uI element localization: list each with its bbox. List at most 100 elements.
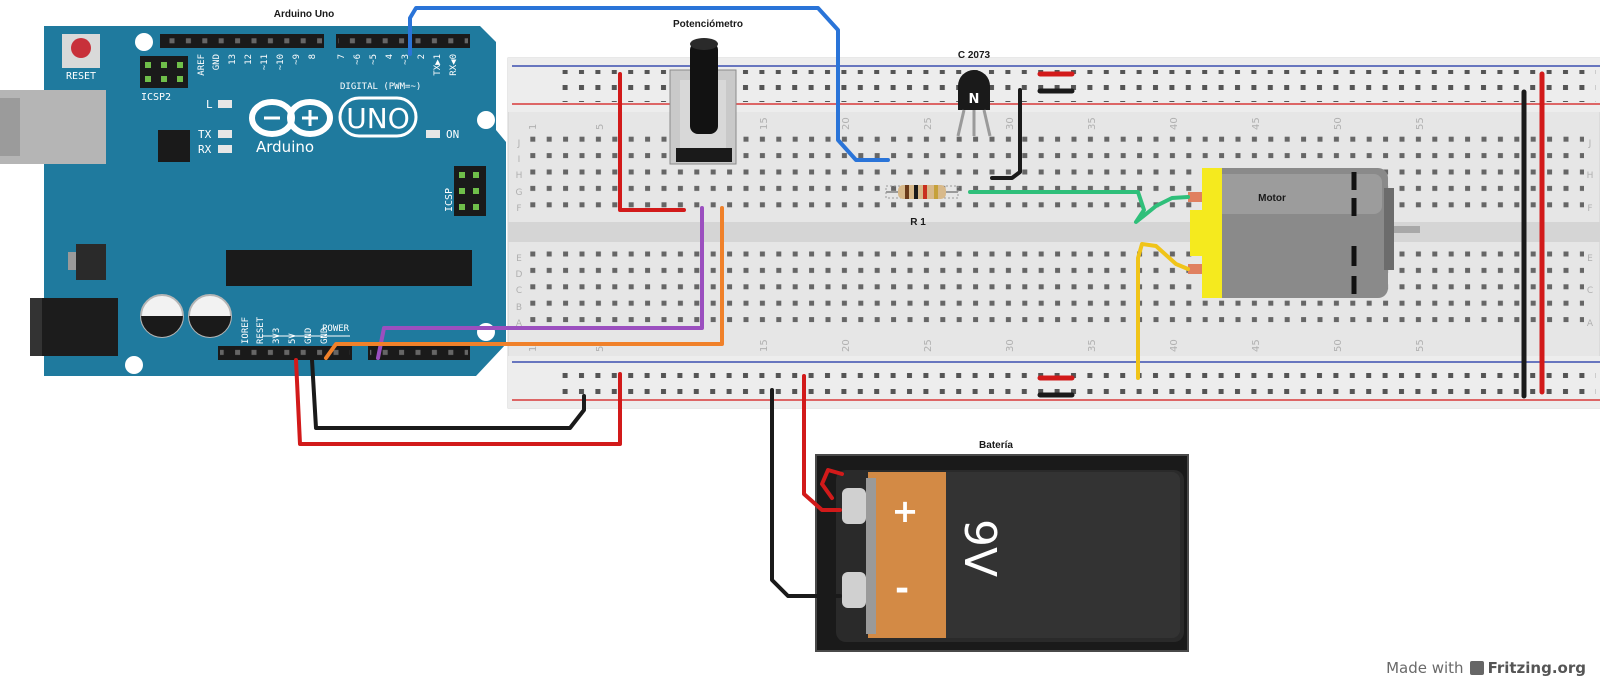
power-pin-label: GND — [304, 328, 314, 344]
breadboard-row-label: B — [516, 303, 522, 313]
fritzing-brand: Fritzing.org — [1487, 659, 1586, 677]
breadboard-row-label: C — [1587, 286, 1593, 296]
breadboard-col-label: 25 — [923, 339, 934, 352]
breadboard-col-label: 20 — [841, 339, 852, 352]
wire-red — [294, 358, 622, 446]
breadboard-row-label: C — [516, 286, 522, 296]
pin-label: AREF — [197, 54, 207, 76]
pin-label: ~10 — [276, 54, 286, 70]
pin-label: 4 — [385, 54, 395, 59]
power-pin-label: GND — [320, 328, 330, 344]
icsp-header — [454, 166, 486, 216]
pin-label: RX◀0 — [449, 54, 459, 76]
breadboard-row-label: F — [1587, 204, 1592, 214]
voltage-regulator — [76, 244, 106, 280]
power-pin-label: 5V — [288, 333, 298, 344]
transistor: N — [956, 70, 992, 137]
breadboard-row-label: H — [1587, 171, 1594, 181]
breadboard-col-label: 55 — [1415, 339, 1426, 352]
breadboard-row-label: G — [516, 188, 523, 198]
breadboard-col-label: 55 — [1415, 117, 1426, 130]
wire-blue — [408, 6, 890, 162]
icsp2-header — [140, 56, 188, 88]
mounting-hole — [477, 111, 495, 129]
breadboard-col-label: 5 — [595, 124, 606, 130]
reset-button[interactable] — [71, 38, 91, 58]
arduino-logo — [249, 99, 333, 137]
breadboard: J I H G F E D C B A J H F E C A 1 5 10 1… — [507, 57, 1600, 409]
breadboard-col-label: 35 — [1087, 339, 1098, 352]
pin-label: ~9 — [292, 54, 302, 65]
potentiometer-label: Potenciómetro — [673, 19, 743, 30]
pin-label: 7 — [337, 54, 347, 59]
battery-9v: + - 9V — [815, 454, 1189, 652]
breadboard-col-label: 1 — [528, 124, 539, 130]
wire-black — [990, 88, 1022, 180]
dc-motor — [1188, 168, 1420, 298]
motor-cap — [1202, 168, 1222, 298]
resistor-label: R 1 — [910, 217, 926, 228]
breadboard-col-label: 5 — [595, 346, 606, 352]
pin-label: 2 — [417, 54, 427, 59]
power-label: POWER — [322, 324, 350, 334]
power-pin-label: 3V3 — [272, 328, 282, 344]
breadboard-col-label: 15 — [759, 339, 770, 352]
digital-label: DIGITAL (PWM=~) — [340, 82, 421, 92]
breadboard-col-label: 35 — [1087, 117, 1098, 130]
fritzing-footer: Made with Fritzing.org — [1386, 659, 1586, 677]
breadboard-col-label: 45 — [1251, 339, 1262, 352]
breadboard-col-label: 30 — [1005, 117, 1016, 130]
made-with-label: Made with — [1386, 659, 1464, 677]
icsp-label: ICSP — [444, 188, 455, 212]
breadboard-row-label: I — [518, 155, 521, 165]
battery-label-band — [868, 472, 946, 638]
arduino-uno-board: RESET ICSP2 AREF GND 13 12 ~11 ~10 ~9 8 … — [0, 26, 506, 376]
breadboard-row-label: A — [1587, 319, 1594, 329]
breadboard-row-label: E — [1587, 254, 1593, 264]
breadboard-row-label: J — [517, 139, 521, 149]
arduino-brand: Arduino — [256, 138, 314, 156]
led-l — [218, 100, 232, 108]
svg-text:N: N — [969, 92, 980, 107]
breadboard-col-label: 25 — [923, 117, 934, 130]
pin-label: ~6 — [353, 54, 363, 65]
mounting-hole — [125, 356, 143, 374]
breadboard-col-label: 45 — [1251, 117, 1262, 130]
breadboard-row-label: D — [516, 270, 523, 280]
potentiometer-knob[interactable] — [690, 42, 718, 134]
pin-label: ~11 — [260, 54, 270, 70]
led-rx-label: RX — [198, 143, 212, 156]
wire-yellow — [1136, 242, 1190, 380]
pin-label: ~5 — [369, 54, 379, 65]
uno-badge — [338, 96, 418, 138]
led-l-label: L — [206, 98, 213, 111]
breadboard-row-label: A — [516, 319, 523, 329]
breadboard-col-label: 40 — [1169, 117, 1180, 130]
wire-green — [968, 190, 1190, 224]
pin-label: TX▶1 — [433, 54, 443, 76]
potentiometer[interactable] — [669, 38, 737, 165]
wire-black — [770, 388, 842, 598]
fritzing-icon — [1469, 661, 1484, 675]
breadboard-col-label: 30 — [1005, 339, 1016, 352]
breadboard-row-label: J — [1588, 139, 1592, 149]
motor-label: Motor — [1258, 193, 1286, 204]
breadboard-col-label: 20 — [841, 117, 852, 130]
wire-red — [618, 72, 686, 212]
led-rx — [218, 145, 232, 153]
battery-plus: + — [892, 492, 919, 530]
battery-title: Batería — [979, 440, 1013, 451]
breadboard-col-label: 50 — [1333, 117, 1344, 130]
battery-voltage: 9V — [954, 519, 1005, 577]
breadboard-col-label: 50 — [1333, 339, 1344, 352]
dc-power-jack — [30, 298, 118, 356]
reset-label: RESET — [66, 71, 96, 82]
breadboard-col-label: 40 — [1169, 339, 1180, 352]
pin-label: 8 — [308, 54, 318, 59]
breadboard-col-label: 1 — [528, 346, 539, 352]
breadboard-col-label: 15 — [759, 117, 770, 130]
mounting-hole — [477, 323, 495, 341]
breadboard-row-label: F — [516, 204, 521, 214]
battery-minus: - — [895, 569, 909, 609]
